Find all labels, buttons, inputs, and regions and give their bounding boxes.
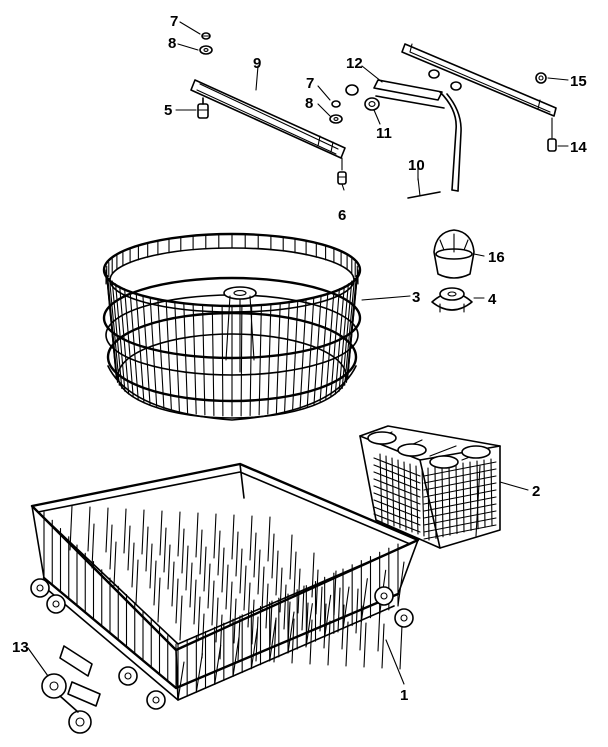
stud-5 — [197, 97, 209, 119]
callout-8-right: 8 — [305, 95, 313, 112]
roller-15 — [535, 72, 547, 84]
cup-16 — [433, 229, 475, 279]
upper-rack-rail-right — [401, 43, 557, 117]
rack-wheels — [30, 578, 414, 710]
callout-9: 9 — [253, 55, 261, 72]
callout-2: 2 — [532, 483, 540, 500]
stop-clip-14 — [547, 117, 557, 152]
callout-7-left: 7 — [170, 13, 178, 30]
callout-14: 14 — [570, 139, 587, 156]
rotating-basket-3 — [102, 232, 362, 421]
rack-adjuster-12 — [373, 79, 462, 192]
fastener-7-right — [331, 100, 341, 108]
basket-hub-4 — [431, 287, 473, 313]
callout-10: 10 — [408, 157, 425, 174]
pin-10 — [407, 177, 441, 199]
silverware-basket-2 — [359, 425, 501, 549]
callout-13: 13 — [12, 639, 29, 656]
callout-1: 1 — [400, 687, 408, 704]
callout-12: 12 — [346, 55, 363, 72]
washer-8-right — [329, 114, 343, 124]
callout-4: 4 — [488, 291, 497, 308]
callout-3: 3 — [412, 289, 420, 306]
callout-6: 6 — [338, 207, 346, 224]
fastener-7-left — [201, 32, 211, 40]
callout-labels: 7 8 9 5 7 8 6 12 11 10 15 14 16 3 4 2 1 … — [12, 13, 587, 704]
callout-8-left: 8 — [168, 35, 176, 52]
roller-11 — [364, 97, 380, 111]
wheel-assembly-13 — [41, 645, 101, 734]
washer-8-left — [199, 45, 213, 55]
roller-caps — [345, 69, 462, 96]
callout-5: 5 — [164, 102, 172, 119]
upper-rack-track-left — [190, 79, 346, 159]
callout-15: 15 — [570, 73, 587, 90]
callout-leaders — [27, 21, 569, 685]
callout-7-right: 7 — [306, 75, 314, 92]
callout-16: 16 — [488, 249, 505, 266]
callout-11: 11 — [376, 125, 392, 142]
lower-rack-1 — [30, 462, 420, 701]
stud-6 — [337, 157, 347, 185]
